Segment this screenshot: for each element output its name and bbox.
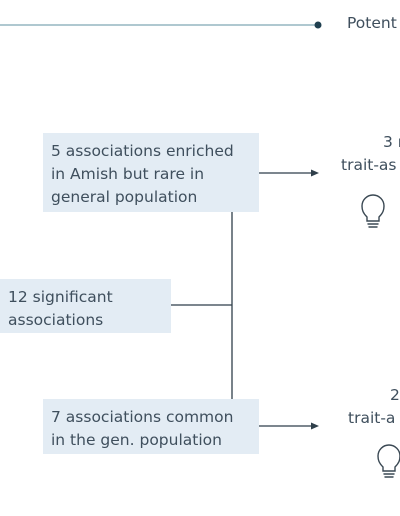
lower-result-count: 2 xyxy=(390,386,400,404)
lower-arrow-head xyxy=(311,422,319,430)
top-label: Potent xyxy=(347,14,397,32)
lightbulb-icon xyxy=(361,194,385,228)
lightbulb-icon xyxy=(377,444,400,478)
box-line: 5 associations enriched xyxy=(51,142,234,160)
significant-associations-box: 12 significant associations xyxy=(0,279,171,333)
box-line: general population xyxy=(51,188,198,206)
box-line: in Amish but rare in xyxy=(51,165,205,183)
box-line: in the gen. population xyxy=(51,431,222,449)
upper-result-count: 3 r xyxy=(383,133,400,151)
upper-result-text: trait-as xyxy=(341,156,397,174)
box-line: 12 significant xyxy=(8,288,113,306)
box-line: associations xyxy=(8,311,104,329)
enriched-associations-box: 5 associations enriched in Amish but rar… xyxy=(43,133,259,212)
top-timeline-dot xyxy=(314,21,322,29)
upper-arrow-head xyxy=(311,169,319,177)
lower-result-text: trait-a xyxy=(348,409,396,427)
box-line: 7 associations common xyxy=(51,408,234,426)
common-associations-box: 7 associations common in the gen. popula… xyxy=(43,399,259,454)
